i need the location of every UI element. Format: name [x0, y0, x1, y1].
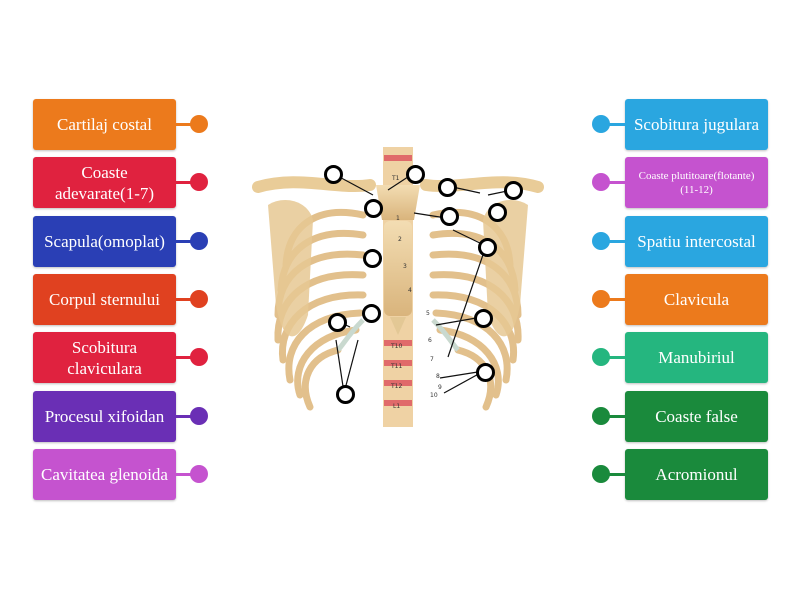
drop-target-5[interactable] [504, 181, 523, 200]
rib-cage-diagram: T1 T10 T11 T12 L1 1 2 3 4 5 6 7 8 9 10 [248, 145, 548, 430]
clavicle-right [420, 176, 544, 193]
drop-target-13[interactable] [476, 363, 495, 382]
connector-line [609, 415, 625, 418]
drag-label-scapula[interactable]: Scapula(omoplat) [33, 216, 176, 267]
vertebra-label-t12: T12 [390, 383, 402, 390]
rib-number-7: 7 [430, 356, 434, 363]
vertebra-label-t10: T10 [390, 343, 402, 350]
drag-label-coaste-adevarate[interactable]: Coaste adevarate(1-7) [33, 157, 176, 208]
sternum [376, 185, 420, 335]
connector-dot [190, 407, 208, 425]
connector-dot [190, 115, 208, 133]
drag-label-acromionul[interactable]: Acromionul [625, 449, 768, 500]
connector-dot [592, 173, 610, 191]
connector-line [609, 181, 625, 184]
connector-line [176, 356, 192, 359]
drag-label-coaste-plutitoare[interactable]: Coaste plutitoare(flotante)(11-12) [625, 157, 768, 208]
vertebra-label-t11: T11 [390, 363, 402, 370]
rib-number-3: 3 [403, 263, 407, 270]
connector-line [176, 298, 192, 301]
connector-line [609, 473, 625, 476]
drag-label-coaste-false[interactable]: Coaste false [625, 391, 768, 442]
rib-number-6: 6 [428, 337, 432, 344]
drag-label-cavitatea-glenoida[interactable]: Cavitatea glenoida [33, 449, 176, 500]
costal-cartilage [336, 318, 460, 352]
drag-label-manubiriul[interactable]: Manubiriul [625, 332, 768, 383]
connector-dot [190, 348, 208, 366]
drop-target-11[interactable] [328, 313, 347, 332]
connector-line [176, 473, 192, 476]
connector-line [609, 298, 625, 301]
connector-line [176, 240, 192, 243]
connector-dot [190, 232, 208, 250]
drag-label-clavicula[interactable]: Clavicula [625, 274, 768, 325]
connector-dot [592, 290, 610, 308]
connector-line [609, 123, 625, 126]
connector-dot [592, 115, 610, 133]
drag-label-scobitura-jugulara[interactable]: Scobitura jugulara [625, 99, 768, 150]
drop-target-9[interactable] [363, 249, 382, 268]
drag-label-cartilaj-costal[interactable]: Cartilaj costal [33, 99, 176, 150]
rib-number-2: 2 [398, 236, 402, 243]
rib-cage-illustration: T1 T10 T11 T12 L1 1 2 3 4 5 6 7 8 9 10 [252, 147, 544, 427]
drop-target-7[interactable] [488, 203, 507, 222]
connector-dot [190, 173, 208, 191]
drop-target-10[interactable] [474, 309, 493, 328]
connector-line [176, 123, 192, 126]
drag-label-corpul-sternului[interactable]: Corpul sternului [33, 274, 176, 325]
drop-target-3[interactable] [364, 199, 383, 218]
connector-dot [190, 290, 208, 308]
drag-label-procesul-xifoidan[interactable]: Procesul xifoidan [33, 391, 176, 442]
drag-label-scobitura-claviculara[interactable]: Scobitura claviculara [33, 332, 176, 383]
drop-target-1[interactable] [324, 165, 343, 184]
rib-number-8: 8 [436, 373, 440, 380]
connector-line [176, 415, 192, 418]
connector-dot [592, 465, 610, 483]
drop-target-14[interactable] [336, 385, 355, 404]
connector-dot [190, 465, 208, 483]
diagram-annotations: T1 T10 T11 T12 L1 1 2 3 4 5 6 7 8 9 10 [390, 175, 442, 410]
drag-label-spatiu-intercostal[interactable]: Spatiu intercostal [625, 216, 768, 267]
rib-number-9: 9 [438, 384, 442, 391]
connector-line [609, 356, 625, 359]
scapula-right [483, 200, 528, 337]
vertebra-label-l1: L1 [393, 403, 400, 410]
clavicle-left [252, 176, 376, 193]
scapula-left [268, 200, 313, 337]
connector-dot [592, 407, 610, 425]
drop-target-12[interactable] [362, 304, 381, 323]
connector-dot [592, 232, 610, 250]
connector-dot [592, 348, 610, 366]
drop-target-8[interactable] [478, 238, 497, 257]
vertebra-label-t1: T1 [391, 175, 400, 182]
rib-number-1: 1 [396, 215, 400, 222]
drop-target-4[interactable] [438, 178, 457, 197]
rib-number-4: 4 [408, 287, 412, 294]
connector-line [176, 181, 192, 184]
rib-number-10: 10 [430, 392, 438, 399]
drop-target-2[interactable] [406, 165, 425, 184]
connector-line [609, 240, 625, 243]
rib-number-5: 5 [426, 310, 430, 317]
drop-target-6[interactable] [440, 207, 459, 226]
